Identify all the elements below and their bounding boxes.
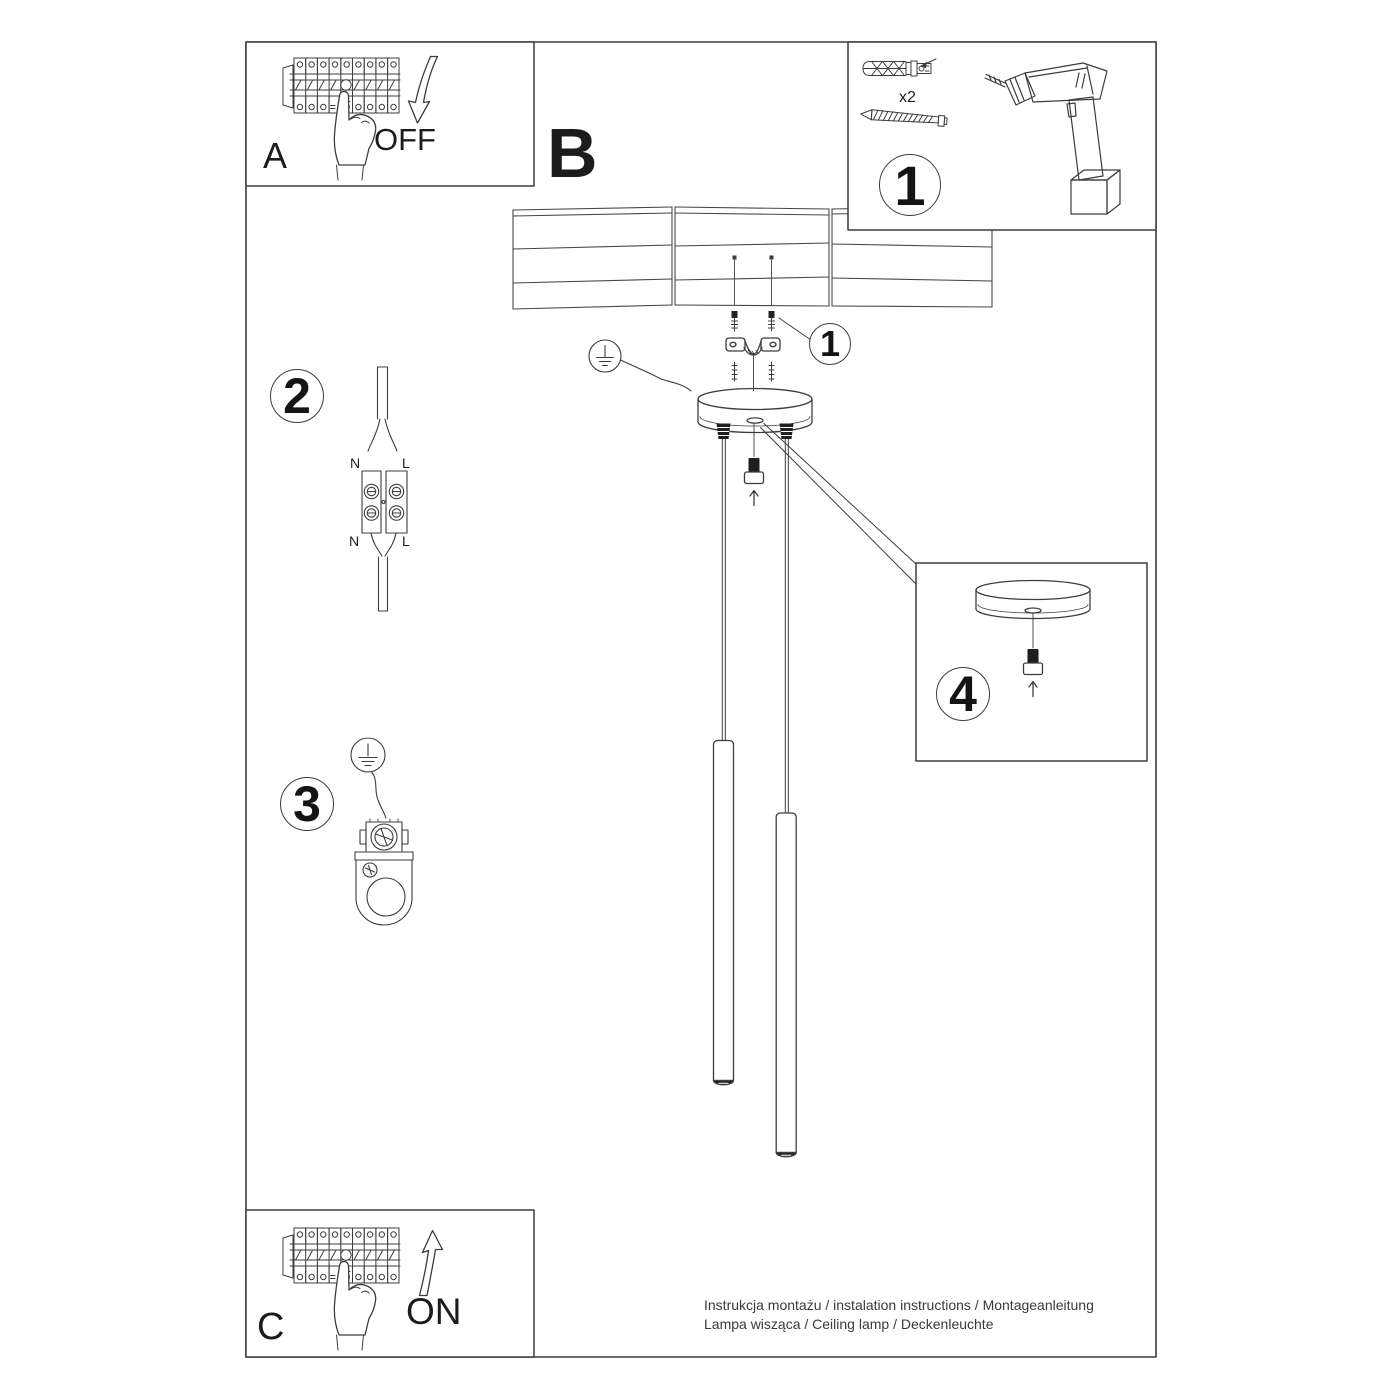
page-border [245,41,1157,1358]
footer-title-line: Instrukcja montażu / instalation instruc… [704,1297,1094,1313]
step-c-label: C [257,1306,285,1348]
mounting-base-icon [354,851,414,926]
mounting-strap-icon [725,337,781,356]
canopy-detail-illustration [975,579,1091,698]
pendant-tube-left [712,739,735,1086]
wiring-terminal-illustration [361,366,408,612]
drill-icon [984,62,1121,215]
panel-breaker-on [245,1209,535,1358]
footer-subtitle-line: Lampa wisząca / Ceiling lamp / Deckenleu… [704,1316,994,1332]
terminal-screws [363,483,405,521]
step-a-label: A [263,135,288,176]
step-badge-detail: 4 [936,666,990,722]
ground-symbol-icon [588,339,692,392]
wire-label-n-top: N [350,455,361,471]
step-b-label: B [547,114,598,192]
step-badge-ground: 3 [280,776,334,832]
canopy-illustration [697,387,917,814]
step-badge-tools: 1 [879,154,941,217]
wall-plug-icon [862,58,937,77]
badge-leader-line [778,317,810,340]
wire-label-n-bottom: N [349,533,360,549]
anchor-quantity-label: x2 [899,89,916,106]
ground-wire [619,359,692,392]
earth-terminal-icon [359,818,409,853]
panel-detail [915,562,1148,762]
panel-breaker-off [245,41,535,187]
detail-callout-lines [760,423,917,585]
earth-connection-illustration [350,737,414,926]
step-a-action-label: OFF [374,122,436,157]
arrow-up-icon [418,1229,444,1297]
screw-icon [860,109,948,127]
mounting-bracket-assembly [725,311,810,392]
strain-relief-icon [716,423,794,439]
arrow-down-icon [407,55,439,124]
wire-label-l-top: L [402,455,410,471]
step-badge-mount: 1 [809,323,851,365]
suspension-cables [721,438,789,814]
drill-holes [732,255,774,306]
pendant-tube-right [775,812,797,1158]
step-badge-wiring: 2 [270,368,324,424]
ground-symbol-icon [350,737,386,773]
wire-label-l-bottom: L [402,533,410,549]
step-c-action-label: ON [406,1291,462,1332]
